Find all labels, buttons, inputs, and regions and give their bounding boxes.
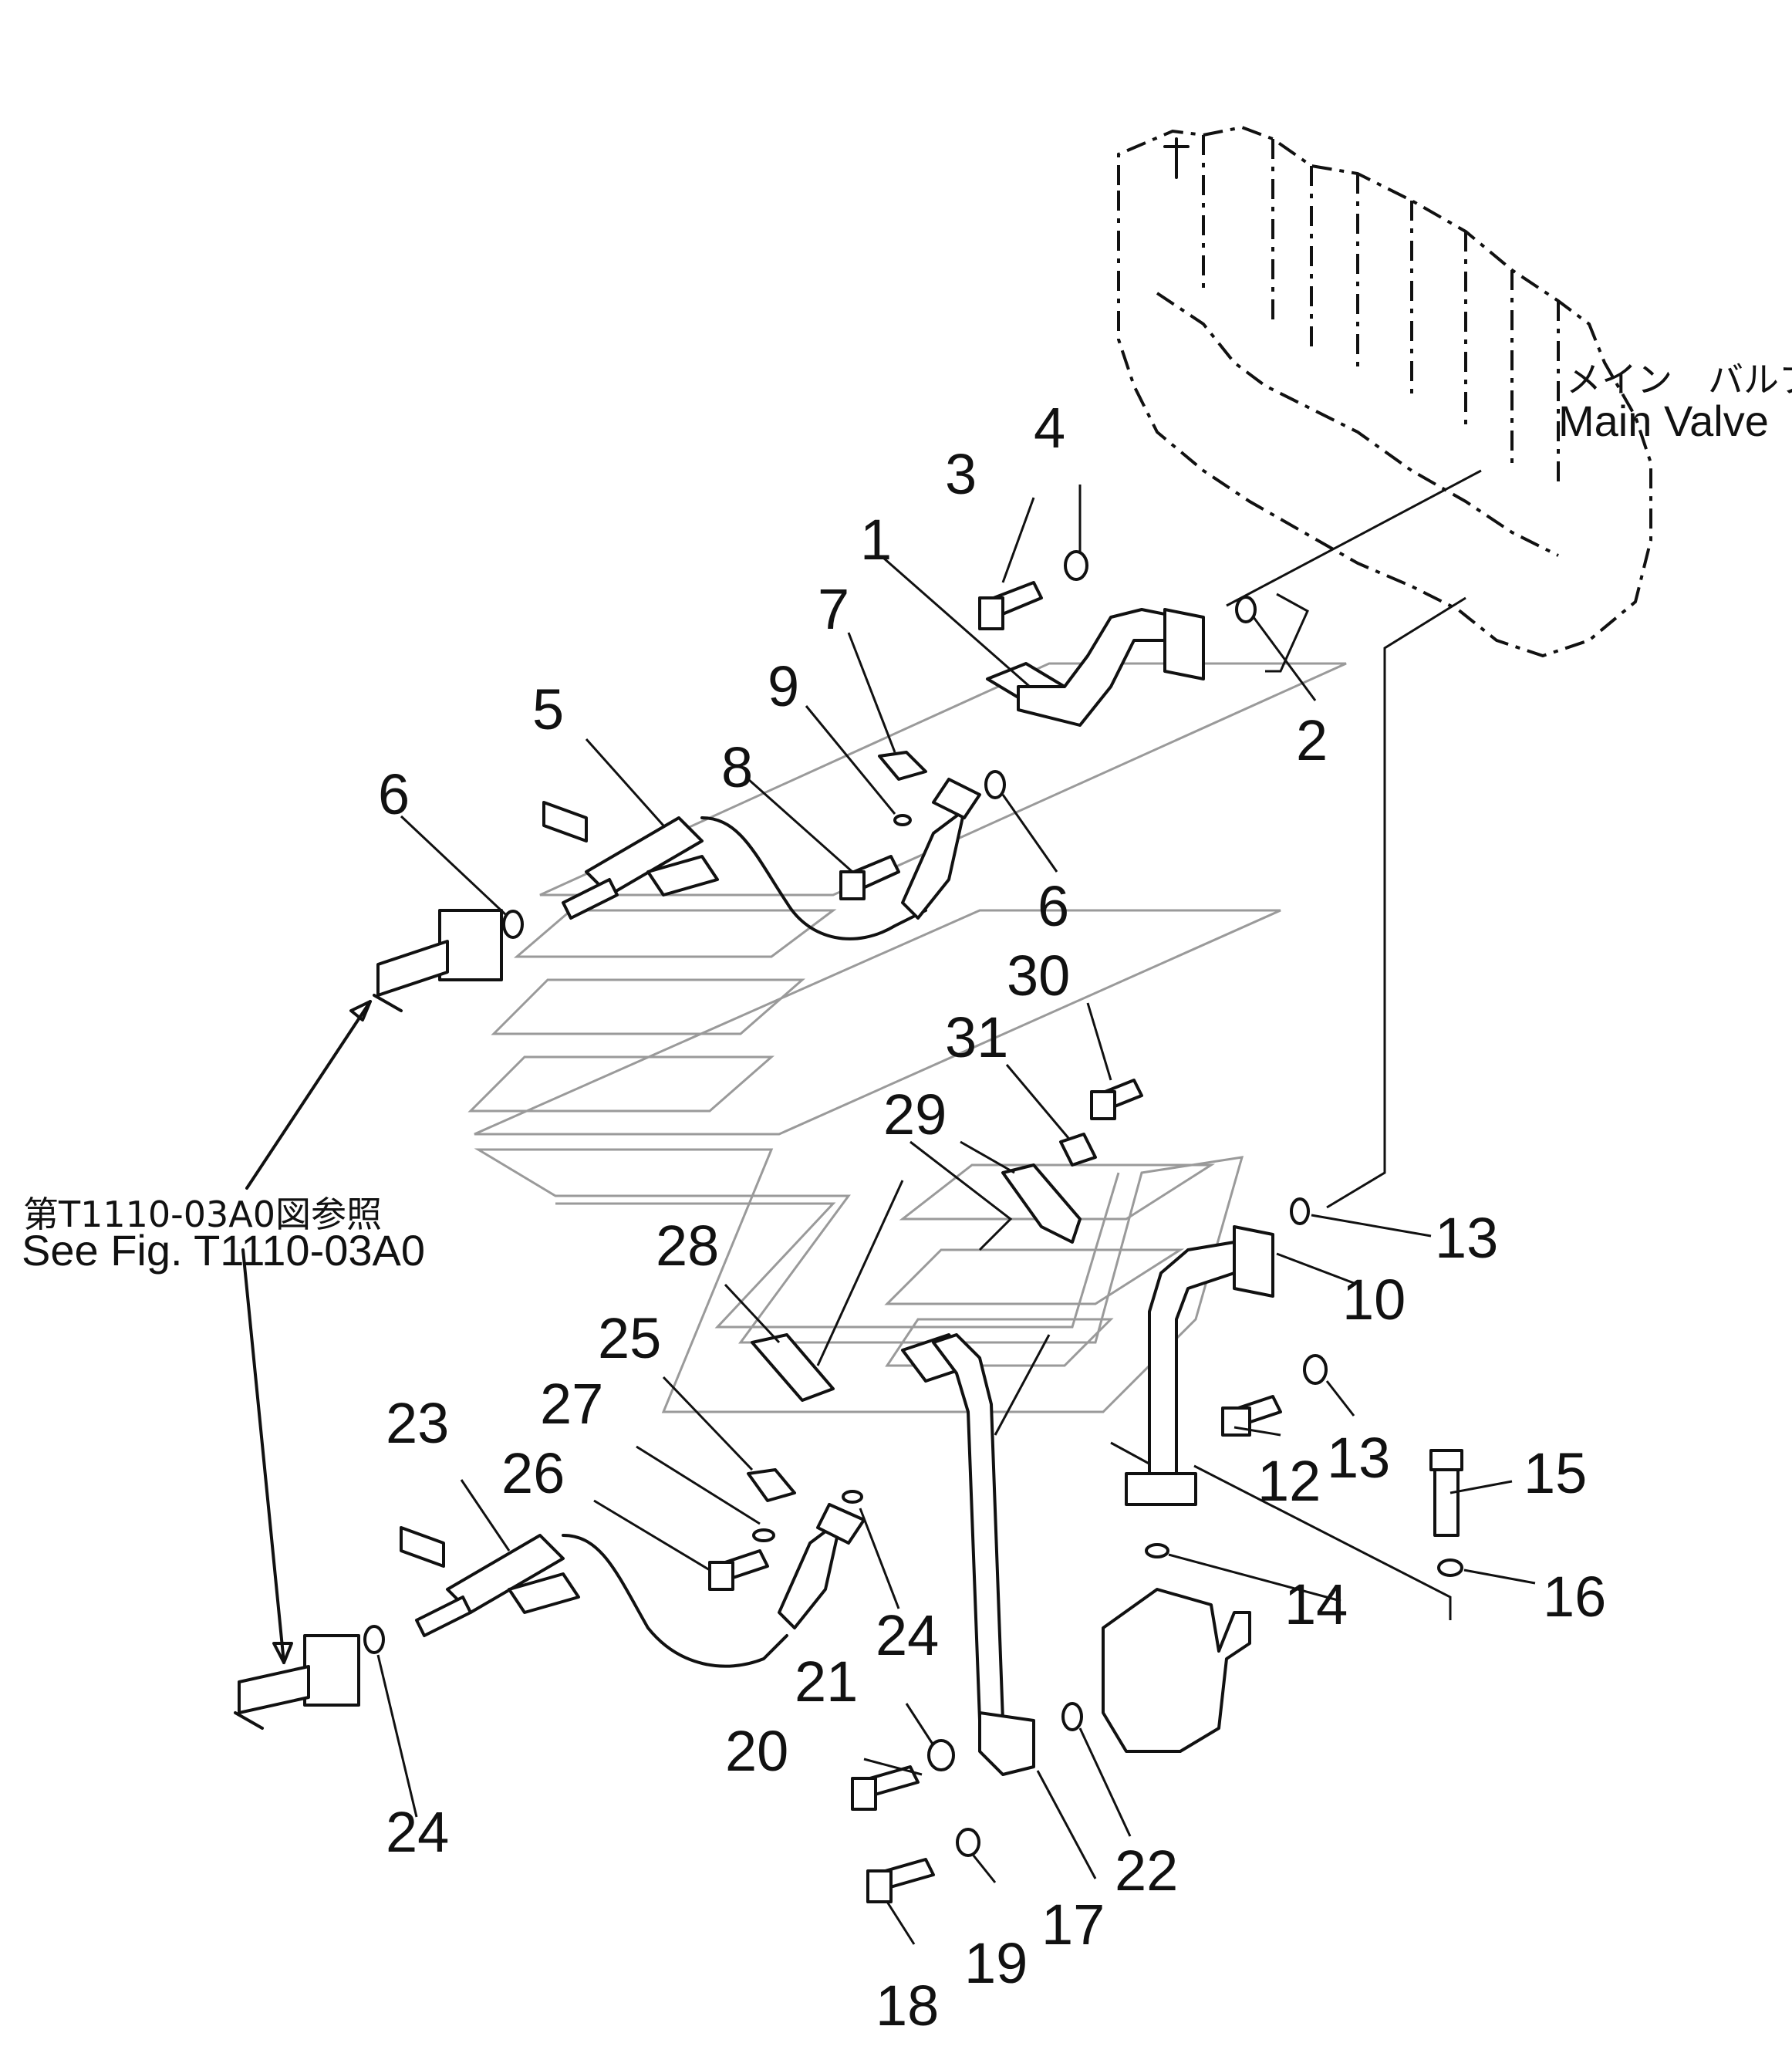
callout-18: 18 [876,1974,939,2038]
callout-5: 5 [532,677,564,741]
callout-14: 14 [1284,1572,1348,1636]
pump-part-14 [1102,1588,1251,1753]
callout-24b: 24 [876,1603,939,1667]
callout-27: 27 [540,1372,603,1436]
o-rings [363,550,1463,1857]
callout-1: 1 [860,508,892,572]
bolt-3 [978,581,1043,630]
see-fig-label-en: See Fig. T1110-03A0 [22,1226,425,1275]
bracket-29 [1001,1163,1082,1244]
pipe-part-17 [901,1333,1035,1776]
callout-25: 25 [598,1306,661,1370]
plate-28 [751,1333,835,1402]
callout-6b: 6 [1038,874,1069,938]
callout-16: 16 [1543,1565,1606,1629]
bolt-15 [1429,1449,1463,1537]
bolt-30 [1090,1079,1143,1120]
hose-assembly-23 [400,1503,866,1637]
callout-6a: 6 [378,762,410,826]
callout-28: 28 [656,1214,719,1278]
pipe-part-10 [1125,1225,1274,1506]
hose-assembly-5 [542,778,981,920]
callout-21: 21 [795,1650,858,1714]
callout-15: 15 [1524,1441,1587,1505]
callout-4: 4 [1034,396,1065,460]
callout-31: 31 [945,1005,1008,1069]
callout-9: 9 [768,654,799,718]
callout-7: 7 [818,577,849,641]
callout-20: 20 [725,1719,788,1783]
clamp-7 [878,751,927,781]
callout-numbers: 1 2 3 4 5 6 6 7 8 9 10 12 13 13 14 15 16… [378,396,1606,2038]
leader-lines [562,469,1482,1668]
bolt-8 [839,855,900,900]
bolt-20 [851,1765,920,1811]
flange-left-bottom [234,1634,360,1730]
callout-10: 10 [1342,1268,1406,1332]
callout-3: 3 [945,442,977,506]
callout-2: 2 [1296,708,1328,772]
main-valve-label-jp: メイン バルブ [1566,359,1792,400]
callout-17: 17 [1041,1893,1105,1957]
callout-29: 29 [883,1082,947,1146]
clamp-25 [747,1468,796,1502]
callout-leaders [376,485,1536,1945]
main-valve [1117,125,1652,658]
callout-30: 30 [1007,944,1070,1008]
plate-31 [1059,1133,1097,1167]
callout-13a: 13 [1435,1206,1498,1270]
see-fig-label-jp: 第T1110-03A0図参照 [23,1194,382,1235]
callout-26: 26 [501,1441,565,1505]
callout-24a: 24 [386,1800,449,1864]
bolt-26 [708,1549,769,1591]
see-fig-arrows [241,1000,372,1664]
pipe-part-1 [986,608,1205,727]
callout-13b: 13 [1327,1426,1390,1490]
bolt-18 [866,1858,935,1903]
callout-12: 12 [1257,1449,1321,1513]
callout-19: 19 [964,1931,1028,1995]
callout-8: 8 [721,735,753,799]
flange-left-top [373,909,503,1012]
main-valve-label-en: Main Valve [1558,397,1769,445]
callout-23: 23 [386,1391,449,1455]
callout-22: 22 [1115,1839,1178,1903]
watermark-logo [467,662,1347,1413]
